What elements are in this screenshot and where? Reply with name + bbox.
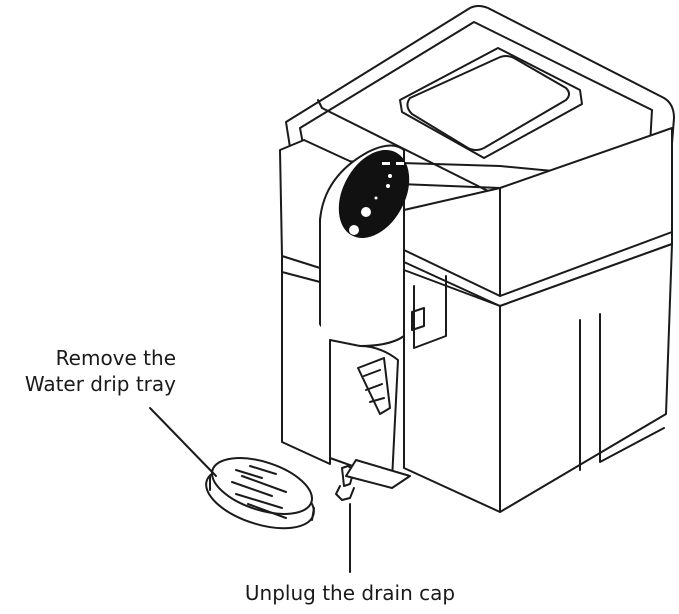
drip-tray-leader-line <box>149 407 217 477</box>
body-lower-side <box>499 243 673 513</box>
panel-led-3 <box>374 196 378 200</box>
drip-tray-rim <box>209 475 315 521</box>
side-recess <box>413 275 447 349</box>
drain-hose <box>335 485 355 501</box>
scoop-handle-slot <box>363 369 385 403</box>
panel-button-2[interactable] <box>349 225 359 235</box>
drip-tray-label-line1: Remove the <box>55 346 176 370</box>
side-panel <box>579 313 665 471</box>
body-lower-right-face <box>403 269 501 513</box>
panel-indicator-2 <box>396 162 404 165</box>
drip-tray-label: Remove the Water drip tray <box>0 345 176 397</box>
drain-bracket <box>345 459 411 489</box>
drip-tray-top <box>210 457 314 515</box>
panel-button-1[interactable] <box>361 207 371 217</box>
panel-indicator-1 <box>382 162 390 165</box>
drip-tray-label-line2: Water drip tray <box>24 372 176 396</box>
drip-tray-grille <box>231 465 287 519</box>
panel-led-2 <box>386 184 390 188</box>
ice-window-frame <box>399 47 583 159</box>
panel-led-1 <box>388 174 392 178</box>
drain-cap-label: Unplug the drain cap <box>244 581 456 605</box>
lid-seam <box>317 99 491 193</box>
ice-window <box>406 55 570 151</box>
